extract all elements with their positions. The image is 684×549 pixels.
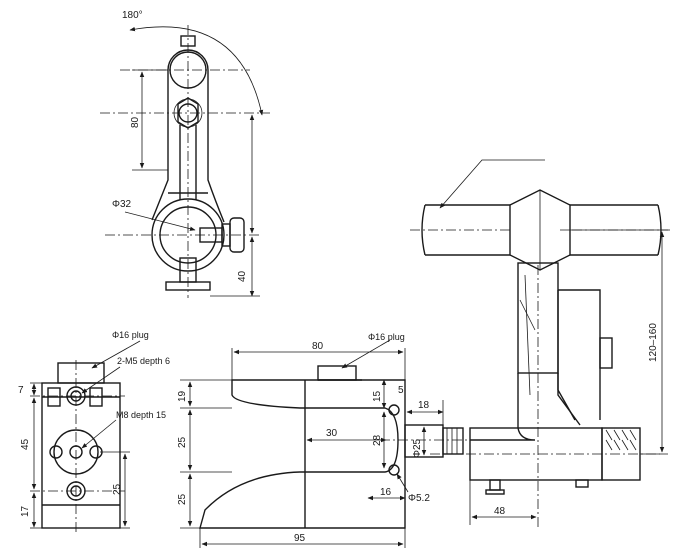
- dim25-label: 25: [112, 483, 123, 495]
- left-view: Φ16 plug 2-M5 depth 6 M8 depth 15 7 45 1…: [18, 330, 170, 535]
- dim48-label: 48: [494, 506, 506, 517]
- stud-left-foot: [485, 489, 505, 495]
- side-knob: [599, 337, 613, 369]
- dim28-label: 28: [372, 434, 383, 446]
- bar-leader: [439, 159, 545, 209]
- screw-knob: [229, 217, 245, 253]
- block-slot-right: [89, 387, 103, 407]
- dimphi25-label: Φ25: [412, 438, 423, 458]
- hex-nut: [177, 97, 199, 129]
- dim95-label: 95: [294, 533, 306, 544]
- plug-label: Φ16 plug: [112, 330, 149, 340]
- bottom-boss: [151, 198, 225, 272]
- dim45-label: 45: [20, 438, 31, 450]
- m8-leader: [81, 419, 117, 449]
- arm-body: [151, 70, 225, 223]
- dim19-label: 19: [177, 390, 188, 402]
- dim30-label: 30: [326, 428, 338, 439]
- side-view: 120–160 48: [410, 159, 670, 530]
- rotation-arc: [129, 26, 264, 116]
- arm-slot: [179, 125, 197, 200]
- clamp-body: [199, 379, 406, 529]
- dim17-label: 17: [20, 505, 31, 517]
- nut-washer: [173, 98, 203, 128]
- top-plug-circle: [169, 51, 207, 89]
- m8-label: M8 depth 15: [116, 410, 166, 420]
- dim18-label: 18: [418, 400, 430, 411]
- arm-top-curve: [167, 49, 209, 71]
- back-plate: [557, 289, 601, 421]
- knurl-pattern: [605, 429, 637, 451]
- dimphi52-label: Φ5.2: [408, 493, 430, 504]
- phi32-label: Φ32: [112, 199, 132, 210]
- dim7-label: 7: [18, 385, 24, 396]
- dim25a-label: 25: [177, 436, 188, 448]
- stud-right: [575, 479, 589, 488]
- dim80f-label: 80: [312, 341, 324, 352]
- dim120-label: 120–160: [648, 323, 659, 362]
- block-plug: [57, 362, 105, 384]
- front-plug-leader: [341, 339, 391, 369]
- plug-leader: [91, 340, 141, 369]
- stud-left: [489, 479, 501, 491]
- dim40-label: 40: [237, 270, 248, 282]
- dim80-label: 80: [130, 116, 141, 128]
- dimphi52-leader: [396, 473, 409, 493]
- m5-leader: [81, 366, 121, 394]
- phi32-leader: [124, 211, 196, 231]
- angle-label: 180°: [122, 10, 143, 21]
- nut-lines: [446, 428, 458, 454]
- front-view: Φ16 plug 80 19 25 25 30 15 5 18 28 Φ25: [177, 332, 470, 548]
- nut: [442, 427, 464, 455]
- dim5-label: 5: [398, 385, 404, 396]
- m5-label: 2-M5 depth 6: [117, 356, 170, 366]
- dim15-label: 15: [372, 390, 383, 402]
- front-plug-label: Φ16 plug: [368, 332, 405, 342]
- dim16-label: 16: [380, 487, 392, 498]
- top-knob: [180, 35, 196, 47]
- elbow: [470, 373, 581, 441]
- post-hatch-2: [519, 299, 536, 331]
- boss-bore: [159, 206, 217, 264]
- post-hatch-1: [524, 274, 531, 396]
- front-plug: [317, 365, 357, 381]
- bottom-foot: [165, 281, 211, 291]
- side-hole-left: [49, 445, 63, 459]
- slot-hole-top: [388, 404, 400, 416]
- block-slot-left: [47, 387, 61, 407]
- slot-hole-bottom: [388, 464, 400, 476]
- dim25b-label: 25: [177, 493, 188, 505]
- top-view: 180° Φ32 80: [100, 10, 270, 298]
- nut-bore: [178, 103, 198, 123]
